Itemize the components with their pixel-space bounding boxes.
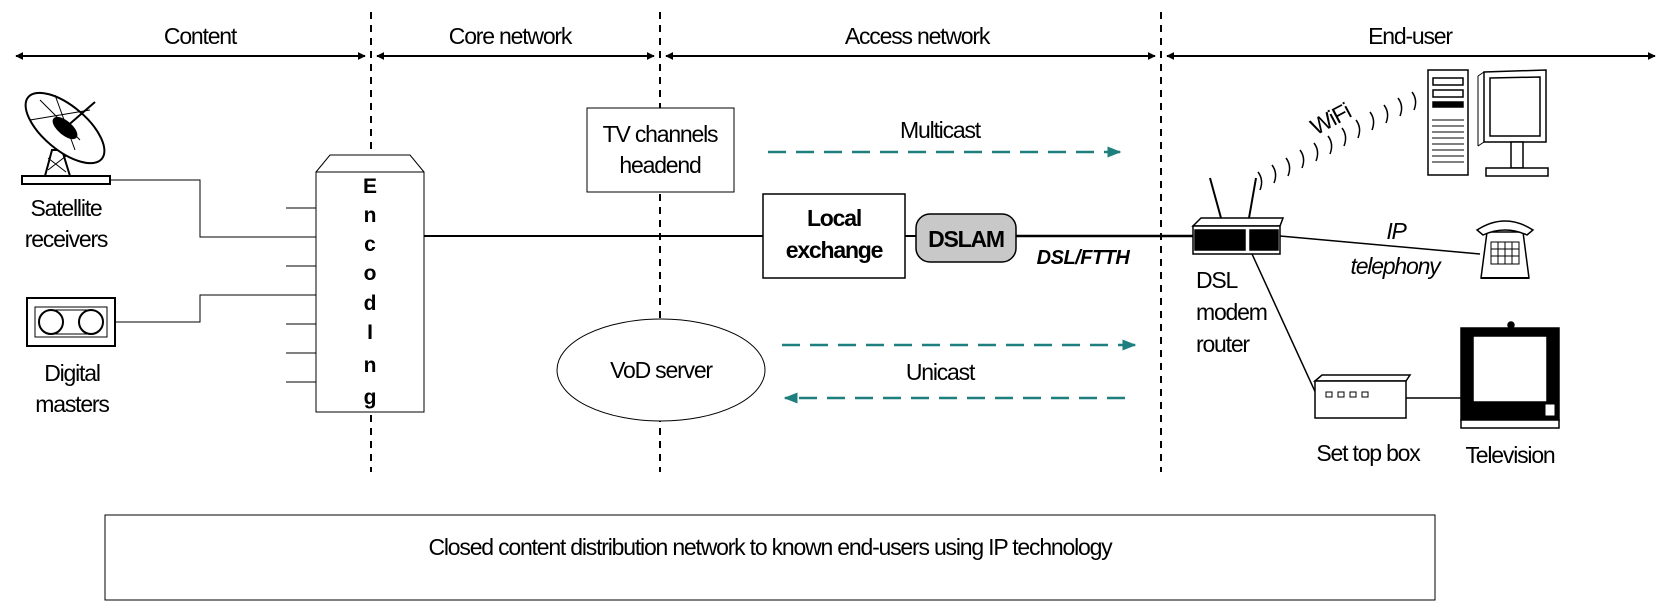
dslam-box (915, 213, 1017, 263)
modem-label-line2: modem (1196, 299, 1267, 325)
zone-label-enduser: End-user (1368, 23, 1453, 49)
modem-label-line1: DSL (1196, 267, 1239, 293)
set-top-box-label: Set top box (1316, 440, 1421, 466)
stb-link (1251, 253, 1319, 399)
satellite-label-line1: Satellite (30, 195, 101, 221)
local-exchange-box (762, 193, 906, 279)
set-top-box-icon (1312, 374, 1412, 419)
vod-server-ellipse (556, 318, 766, 422)
satellite-label-line2: receivers (25, 226, 108, 252)
encoding-letter: n (364, 204, 377, 227)
encoding-letter: g (364, 386, 377, 409)
encoder-box (315, 154, 425, 413)
zone-label-content: Content (164, 23, 238, 49)
dsl-ftth-label: DSL/FTTH (1037, 247, 1131, 269)
telephone-icon (1475, 220, 1535, 279)
headend-label-line2: headend (619, 152, 701, 178)
encoding-label: E n c o d I n g (363, 175, 377, 409)
headend-box (586, 107, 735, 193)
wifi-label: WiFi (1306, 98, 1355, 140)
dslam-label: DSLAM (928, 226, 1004, 252)
encoding-letter: I (367, 321, 373, 344)
local-exchange-label-line2: exchange (786, 237, 883, 263)
masters-label-line1: Digital (44, 360, 100, 386)
phone-line (1279, 235, 1481, 255)
encoding-letter: o (364, 262, 377, 285)
encoding-letter: E (363, 175, 377, 198)
television-icon (1460, 321, 1560, 429)
ip-telephony-label-line2: telephony (1351, 253, 1443, 279)
caption-text: Closed content distribution network to k… (428, 534, 1113, 560)
encoding-letter: c (364, 233, 376, 256)
satellite-dish-icon (21, 91, 111, 185)
unicast-label: Unicast (906, 359, 976, 385)
multicast-label: Multicast (900, 117, 982, 143)
headend-label-line1: TV channels (603, 121, 718, 147)
wifi-waves-icon (1257, 91, 1417, 191)
router-icon (1191, 177, 1285, 255)
zone-label-core: Core network (449, 23, 573, 49)
vod-server-label: VoD server (610, 357, 713, 383)
encoding-letter: n (364, 354, 377, 377)
local-exchange-label-line1: Local (807, 205, 861, 231)
encoder-input-ticks (286, 207, 316, 383)
caption-box (104, 514, 1436, 601)
computer-icon (1427, 69, 1549, 177)
source-connectors (110, 179, 316, 323)
encoding-letter: d (364, 292, 377, 315)
modem-label-line3: router (1196, 331, 1250, 357)
ip-telephony-label-line1: IP (1386, 218, 1407, 244)
television-label: Television (1466, 442, 1555, 468)
zone-label-access: Access network (845, 23, 991, 49)
tape-reel-icon (26, 297, 116, 347)
masters-label-line2: masters (35, 391, 109, 417)
